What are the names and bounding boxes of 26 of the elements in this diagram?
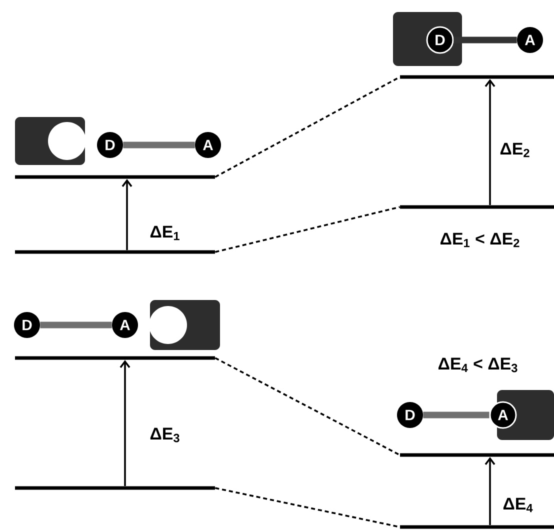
energy-label: ΔE$_{3}$	[150, 428, 180, 442]
energy-label: ΔE$_{4}$	[503, 498, 533, 512]
dashed-connector	[214, 357, 400, 456]
energy-arrow	[484, 456, 496, 526]
energy-level	[15, 175, 215, 179]
energy-level	[15, 486, 215, 490]
energy-level	[400, 525, 554, 529]
linker-bar	[423, 412, 490, 418]
energy-level	[15, 356, 215, 360]
linker-bar	[454, 36, 517, 44]
energy-level	[15, 250, 215, 254]
energy-label: ΔE$_{2}$	[500, 142, 530, 158]
energy-level	[400, 75, 554, 79]
dashed-connector	[215, 206, 400, 253]
linker-bar	[40, 322, 112, 328]
dashed-connector	[214, 76, 400, 178]
energy-level	[400, 205, 554, 209]
energy-label: ΔE$_{4}$ < ΔE$_{3}$	[438, 358, 518, 372]
linker-bar	[123, 142, 195, 148]
dashed-connector	[215, 487, 400, 528]
energy-arrow	[122, 178, 132, 250]
energy-arrow	[120, 360, 130, 486]
energy-label: ΔE$_{1}$	[150, 226, 180, 240]
energy-arrow	[484, 78, 496, 206]
energy-label: ΔE$_{1}$ < ΔE$_{2}$	[440, 232, 520, 248]
energy-level	[400, 453, 554, 457]
